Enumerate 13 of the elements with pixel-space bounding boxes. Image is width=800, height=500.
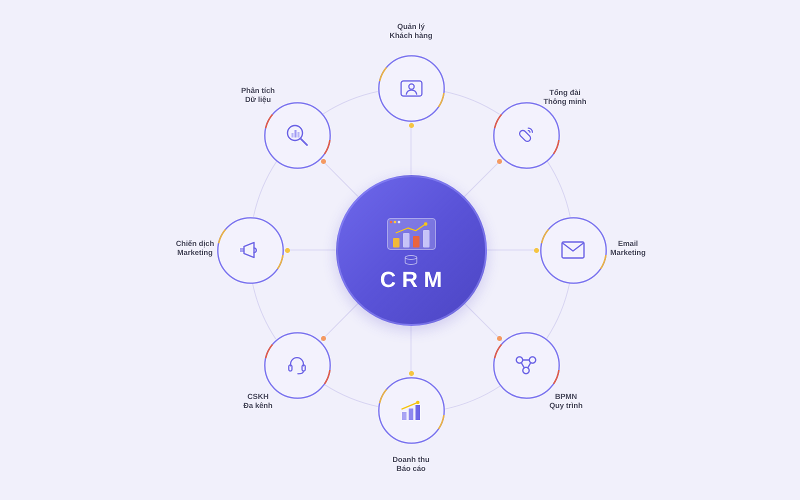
connector-line xyxy=(464,158,503,198)
orbit-arc xyxy=(444,386,500,410)
orbit-arc xyxy=(324,384,378,407)
connector-line xyxy=(320,303,358,342)
orbit-arc xyxy=(546,160,571,218)
orbit-arc xyxy=(252,282,276,340)
hub-title: CRM xyxy=(378,268,450,292)
connector-line xyxy=(320,158,358,197)
connector-line xyxy=(464,302,503,342)
orbit-arc xyxy=(546,282,570,340)
orbit-arc xyxy=(322,91,378,114)
orbit-arc xyxy=(444,90,500,115)
orbit-arc xyxy=(253,161,277,218)
